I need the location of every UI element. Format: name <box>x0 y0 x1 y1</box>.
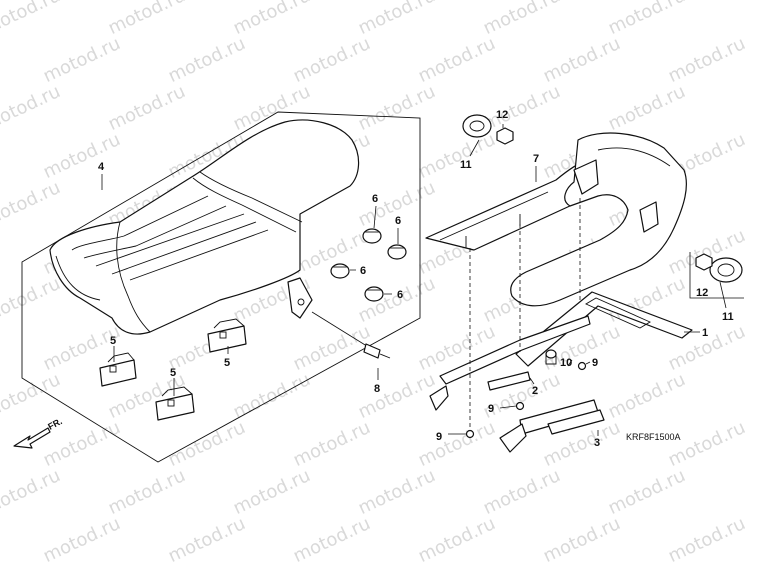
callout-collar: 10 <box>560 357 572 369</box>
seat-rubber-b <box>387 244 407 260</box>
seat-rubber-d <box>364 286 384 302</box>
bracket-plate <box>547 409 605 435</box>
block-c <box>155 386 195 421</box>
callout-block-b: 5 <box>224 357 230 369</box>
callout-cover-left: 7 <box>533 153 539 165</box>
block-b <box>207 318 247 353</box>
callout-bracket-plate: 3 <box>594 437 600 449</box>
seat-rubber-c <box>330 263 350 279</box>
seat-rubber-a <box>362 228 382 244</box>
rail-right <box>429 291 693 411</box>
callout-rail-left: 2 <box>532 385 538 397</box>
front-arrow-icon <box>13 427 51 449</box>
seat-bolt <box>311 311 391 359</box>
collar <box>545 349 557 365</box>
drawing-code: KRF8F1500A <box>626 432 681 442</box>
callout-screw-b: 9 <box>488 403 494 415</box>
screw-a <box>577 361 587 371</box>
callout-seat-rubber-c: 6 <box>360 265 366 277</box>
callout-nut-right: 12 <box>696 287 708 299</box>
rail-left <box>499 399 599 453</box>
callout-block-c: 5 <box>170 367 176 379</box>
callout-grommet-left: 11 <box>460 159 472 171</box>
callout-seat-rubber-a: 6 <box>372 193 378 205</box>
screw-c <box>465 429 475 439</box>
seat-group-box <box>21 111 421 463</box>
screw-b <box>515 401 525 411</box>
grommet-left <box>462 114 492 138</box>
front-direction-label: FR. <box>46 416 63 432</box>
grommet-right <box>709 257 743 283</box>
block-a <box>99 352 137 387</box>
callout-grommet-right: 11 <box>722 311 734 323</box>
callout-screw-c: 9 <box>436 431 442 443</box>
nut-left <box>496 127 514 145</box>
callout-seat: 4 <box>98 161 105 173</box>
nut-right <box>695 253 713 271</box>
callout-seat-rubber-d: 6 <box>397 289 403 301</box>
callout-nut-left: 12 <box>496 109 508 121</box>
callout-screw-a: 9 <box>592 357 598 369</box>
callout-seat-bolt: 8 <box>374 383 380 395</box>
bracket-plate-left <box>487 371 531 391</box>
seat <box>49 119 360 335</box>
callout-rail-right: 1 <box>702 327 708 339</box>
callout-seat-rubber-b: 6 <box>395 215 401 227</box>
callout-block-a: 5 <box>110 335 116 347</box>
rear-cowl <box>510 132 687 307</box>
